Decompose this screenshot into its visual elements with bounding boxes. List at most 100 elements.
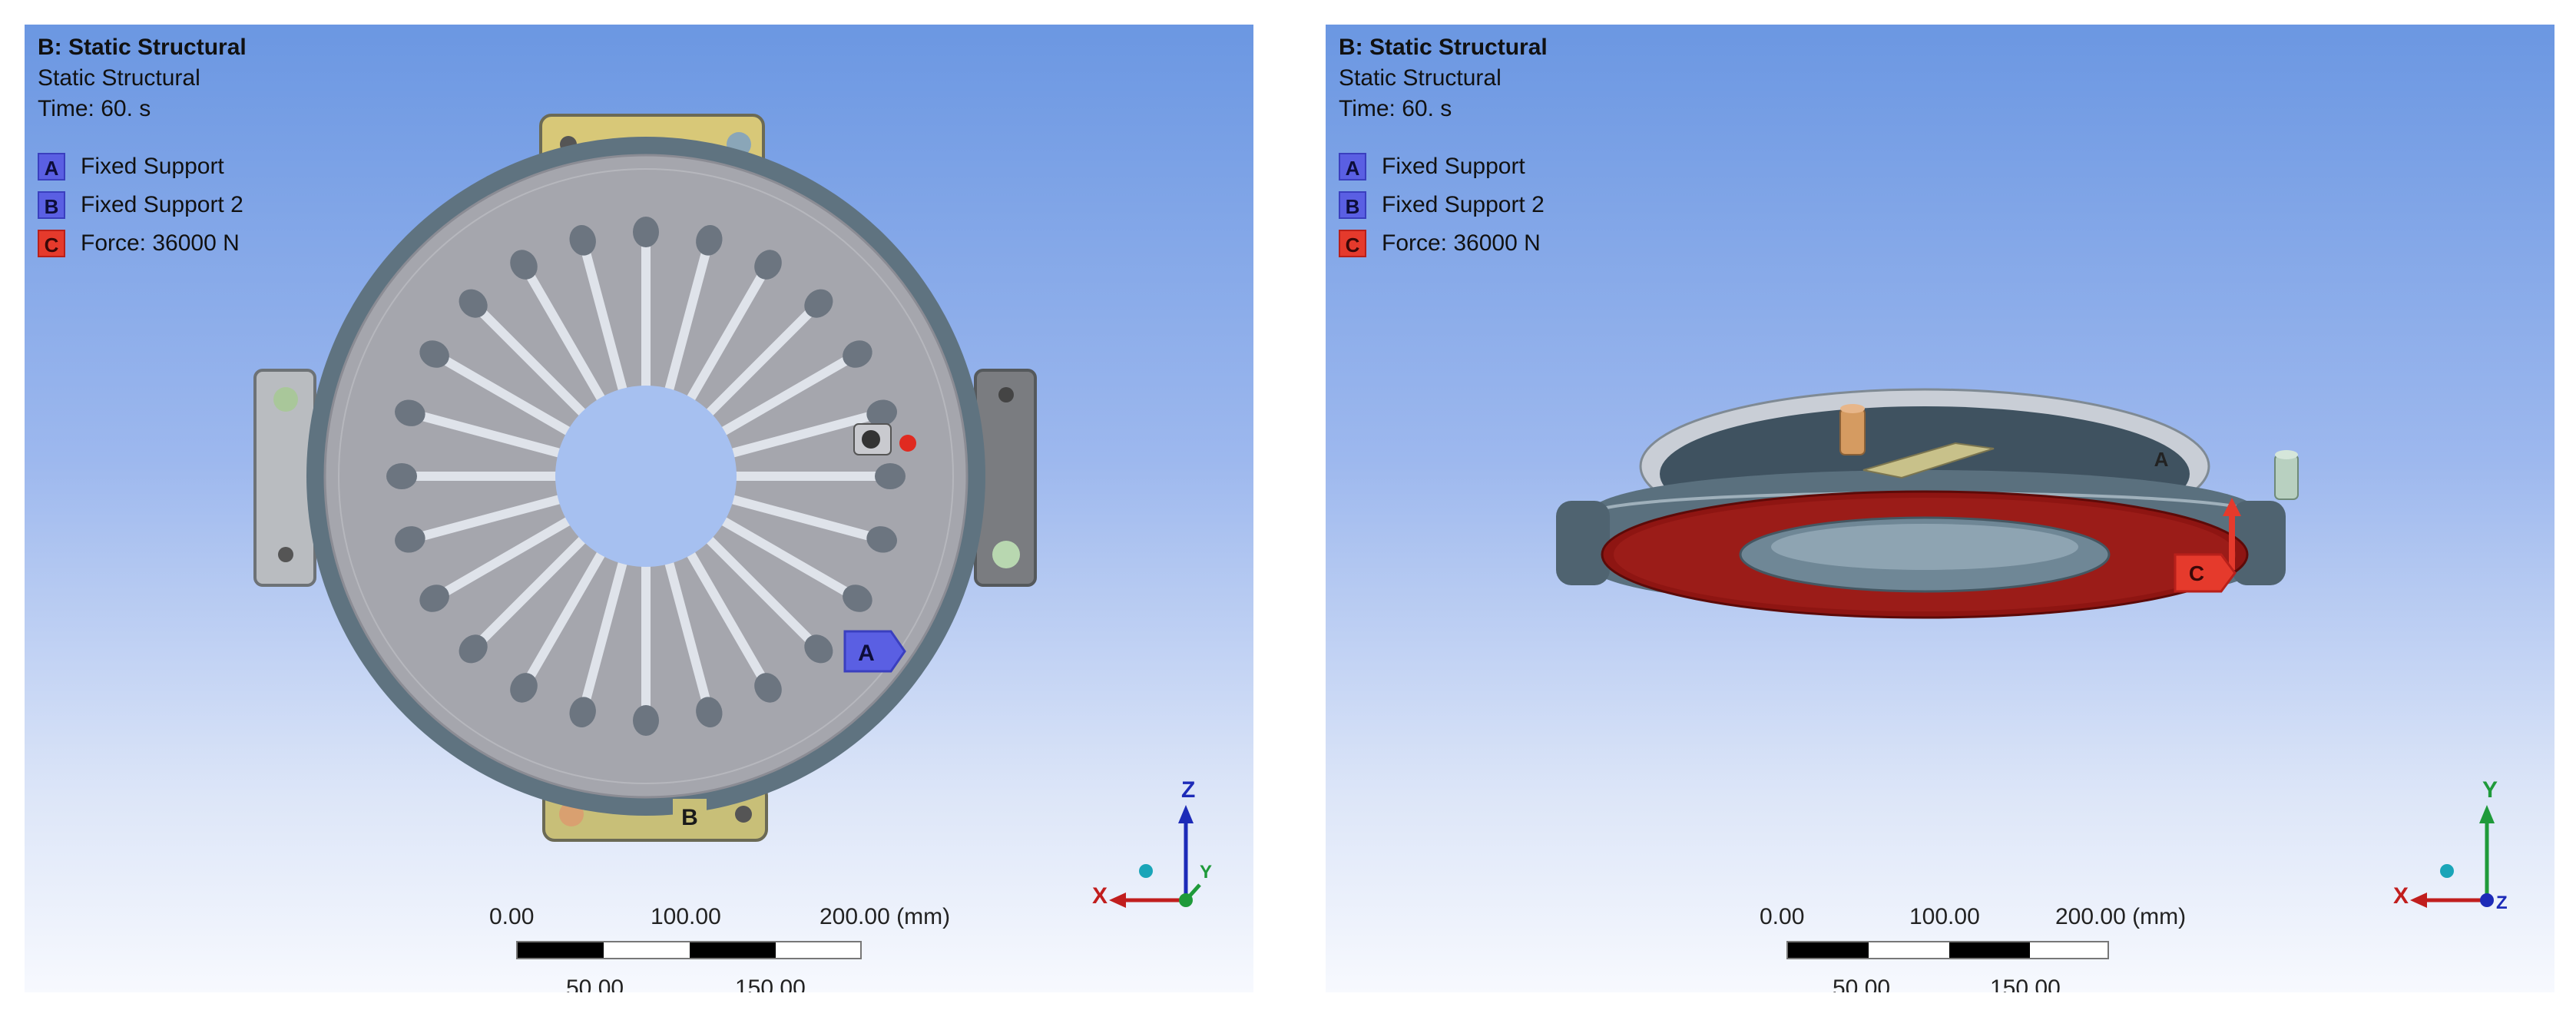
finger-hole [875, 463, 906, 489]
triad-label-vertical: Y [2482, 777, 2498, 803]
analysis-type: Static Structural [38, 65, 200, 91]
graphics-viewport-left[interactable]: A B B: Static Structural Static Structur… [25, 25, 1253, 992]
triad-axes-icon [2410, 805, 2495, 908]
triad-label-horizontal: X [2393, 883, 2409, 909]
scale-label-100: 100.00 [1909, 904, 1980, 929]
diaphragm-spring-fingers [386, 217, 906, 736]
legend-label: Fixed Support [81, 154, 224, 179]
finger-slot [419, 412, 564, 458]
triad-label-horizontal: X [1092, 883, 1108, 909]
boundary-condition-legend: A Fixed Support B Fixed Support 2 C Forc… [1339, 147, 1545, 263]
coordinate-triad[interactable]: Y X Z [2393, 777, 2524, 916]
scale-label-0: 0.00 [1760, 904, 1805, 929]
scale-label-150: 150.00 [735, 975, 806, 992]
finger-slot [720, 517, 850, 596]
legend-label: Force: 36000 N [81, 230, 240, 256]
scale-label-100: 100.00 [651, 904, 721, 929]
analysis-type: Static Structural [1339, 65, 1502, 91]
finger-slot [728, 495, 873, 541]
legend-item-fixed-support-2[interactable]: B Fixed Support 2 [1339, 186, 1545, 224]
finger-slot [478, 308, 587, 417]
finger-hole [510, 673, 538, 703]
legend-key-b: B [38, 191, 65, 219]
legend-label: Fixed Support [1382, 154, 1525, 179]
finger-slot [664, 558, 710, 704]
finger-hole [510, 250, 538, 280]
legend-item-force[interactable]: C Force: 36000 N [38, 224, 243, 263]
coordinate-triad[interactable]: Z X Y [1092, 777, 1223, 916]
analysis-header: B: Static Structural Static Structural T… [38, 32, 247, 124]
clutch-top-view-model[interactable]: A B [25, 25, 1253, 992]
scale-label-200: 200.00 (mm) [2055, 904, 2187, 929]
scale-label-200: 200.00 (mm) [819, 904, 951, 929]
svg-text:C: C [2189, 561, 2204, 585]
svg-text:A: A [858, 641, 875, 666]
finger-slot [728, 412, 873, 458]
scale-bar: 0.00 100.00 200.00 (mm) 50.00 150.00 [459, 904, 981, 992]
legend-label: Fixed Support 2 [81, 192, 243, 217]
scale-label-150: 150.00 [1990, 975, 2061, 992]
finger-hole [754, 673, 782, 703]
finger-hole [696, 697, 723, 727]
analysis-header: B: Static Structural Static Structural T… [1339, 32, 1548, 124]
svg-text:B: B [681, 805, 698, 830]
legend-item-force[interactable]: C Force: 36000 N [1339, 224, 1545, 263]
legend-item-fixed-support[interactable]: A Fixed Support [38, 147, 243, 186]
legend-label: Fixed Support 2 [1382, 192, 1545, 217]
center-hole [555, 386, 737, 567]
triad-axes-icon [1109, 805, 1201, 908]
finger-slot [705, 535, 814, 644]
finger-hole [459, 289, 488, 318]
graphics-viewport-right[interactable]: A C B: Static Structural Static Structur… [1326, 25, 2554, 992]
scale-bar-graphic [1786, 941, 2109, 959]
force-arrow-c[interactable]: C [2174, 498, 2241, 593]
legend-key-a: A [1339, 153, 1366, 180]
legend-item-fixed-support-2[interactable]: B Fixed Support 2 [38, 186, 243, 224]
legend-key-b: B [1339, 191, 1366, 219]
triad-label-depth: Y [1200, 862, 1213, 883]
finger-slot [442, 517, 572, 596]
clutch-side-view-model[interactable]: A C [1326, 25, 2554, 992]
boundary-condition-legend: A Fixed Support B Fixed Support 2 C Forc… [38, 147, 243, 263]
finger-slot [442, 356, 572, 436]
finger-slot [705, 308, 814, 417]
scale-bar: 0.00 100.00 200.00 (mm) 50.00 150.00 [1760, 904, 2282, 992]
right-boss [2232, 501, 2286, 585]
finger-slot [526, 272, 605, 402]
pin-left [1839, 408, 1866, 455]
finger-slot [581, 558, 627, 704]
left-boss [1556, 501, 1610, 585]
marker-a-label: A [2154, 448, 2169, 471]
scale-label-50: 50.00 [566, 975, 624, 992]
analysis-title: B: Static Structural [1339, 35, 1548, 60]
finger-slot [687, 272, 766, 402]
marker-b[interactable]: B [673, 799, 707, 831]
finger-hole [419, 585, 449, 612]
legend-key-a: A [38, 153, 65, 180]
legend-item-fixed-support[interactable]: A Fixed Support [1339, 147, 1545, 186]
finger-slot [478, 535, 587, 644]
finger-hole [866, 399, 897, 426]
finger-hole [804, 289, 833, 318]
scale-label-50: 50.00 [1833, 975, 1891, 992]
legend-key-c: C [1339, 230, 1366, 257]
finger-hole [866, 526, 897, 553]
marker-a[interactable]: A [843, 630, 906, 673]
finger-hole [754, 250, 782, 280]
finger-hole [843, 585, 872, 612]
legend-label: Force: 36000 N [1382, 230, 1541, 256]
finger-hole [569, 225, 596, 256]
finger-slot [419, 495, 564, 541]
scale-bar-graphic [516, 941, 862, 959]
force-point [899, 435, 916, 452]
analysis-title: B: Static Structural [38, 35, 247, 60]
finger-hole [633, 217, 659, 247]
finger-hole [395, 526, 425, 553]
finger-hole [386, 463, 417, 489]
finger-hole [804, 634, 833, 664]
finger-hole [459, 634, 488, 664]
finger-hole [696, 225, 723, 256]
finger-slot [664, 249, 710, 394]
finger-hole [843, 340, 872, 368]
finger-slot [720, 356, 850, 436]
